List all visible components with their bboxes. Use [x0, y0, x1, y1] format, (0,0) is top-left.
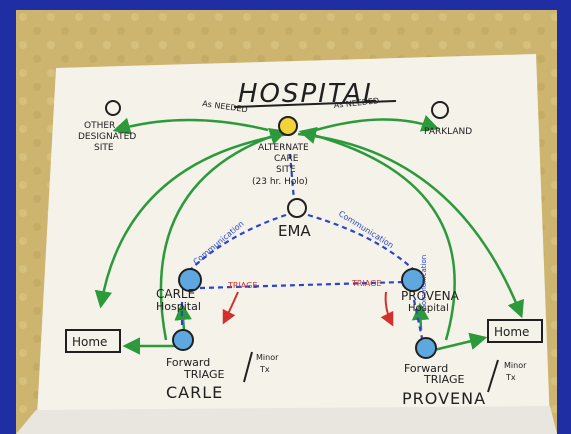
title-underline [233, 100, 397, 108]
other-site-line3: SITE [94, 143, 114, 153]
arrow-acs-to-home-left [94, 132, 289, 309]
arrow-provena-to-home [433, 332, 488, 352]
red-triage-arrows [222, 291, 394, 327]
arrow-forward-to-carle [174, 302, 192, 331]
ema-node [287, 198, 307, 218]
carle-hospital-line1: CARLE [156, 287, 195, 301]
forward-provena-line3: PROVENA [402, 389, 486, 408]
forward-carle-node [172, 329, 194, 351]
triage-arrow-left [222, 291, 239, 325]
home-right-label: Home [494, 325, 529, 339]
triage-arrow-right [380, 291, 394, 327]
minor-provena-line2: Tx [505, 373, 516, 382]
carle-hospital-node [178, 268, 202, 292]
photo-svg: HOSPITAL [16, 10, 557, 434]
line-ema-provena [307, 213, 415, 271]
acs-line1: ALTERNATE [258, 143, 309, 153]
other-site-line1: OTHER [84, 121, 115, 131]
home-left-label: Home [72, 335, 107, 349]
carle-hospital-line2: Hospital [156, 300, 201, 313]
node-circles [105, 100, 449, 359]
provena-divider [487, 359, 499, 393]
home-left-box [65, 329, 121, 353]
arrow-forward-to-provena [411, 302, 430, 331]
acs-line3: SITE [276, 165, 296, 175]
line-acs-ema [288, 153, 296, 201]
provena-hospital-line2: Hospital [408, 303, 449, 314]
communication-provena: Communication [420, 255, 428, 310]
forward-carle-line2: TRIAGE [183, 368, 224, 381]
parkland-node [431, 101, 449, 119]
acs-node [278, 116, 298, 136]
green-flow-lines [94, 115, 525, 355]
blue-communication-lines [180, 153, 424, 339]
other-site-node [105, 100, 121, 116]
arrow-forward-provena-to-acs [298, 126, 456, 341]
paper-bottom-shadow [16, 406, 557, 434]
arrow-to-parkland [315, 115, 440, 132]
home-right-box [487, 319, 543, 343]
minor-carle-line1: Minor [256, 353, 279, 362]
forward-provena-line1: Forward [404, 362, 448, 375]
carle-divider [243, 351, 253, 383]
parkland-label: PARKLAND [424, 127, 472, 137]
provena-hospital-line1: PROVENA [401, 289, 460, 303]
line-ema-carle [187, 213, 287, 273]
arrow-forward-carle-to-acs [159, 128, 288, 341]
provena-hospital-node [401, 268, 425, 292]
forward-carle-line1: Forward [166, 356, 210, 369]
arrow-acs-to-home-right [297, 132, 525, 319]
forward-carle-line3: CARLE [166, 383, 223, 402]
acs-line4: (23 hr. Holo) [252, 177, 308, 187]
forward-provena-line2: TRIAGE [423, 373, 464, 386]
line-carle-provena [199, 280, 405, 290]
triage-right: TRIAGE [351, 279, 381, 288]
triage-left: TRIAGE [227, 281, 257, 290]
minor-provena-line1: Minor [504, 361, 527, 370]
whiteboard-photo: HOSPITAL [16, 10, 557, 434]
forward-provena-node [415, 337, 437, 359]
paper-sheet [36, 54, 550, 434]
minor-carle-line2: Tx [259, 365, 270, 374]
other-site-line2: DESIGNATED [78, 132, 136, 142]
arrow-to-other-site [112, 117, 269, 135]
acs-line2: CARE [274, 154, 299, 164]
line-provena-forward [412, 299, 424, 339]
ema-label: EMA [278, 222, 311, 240]
